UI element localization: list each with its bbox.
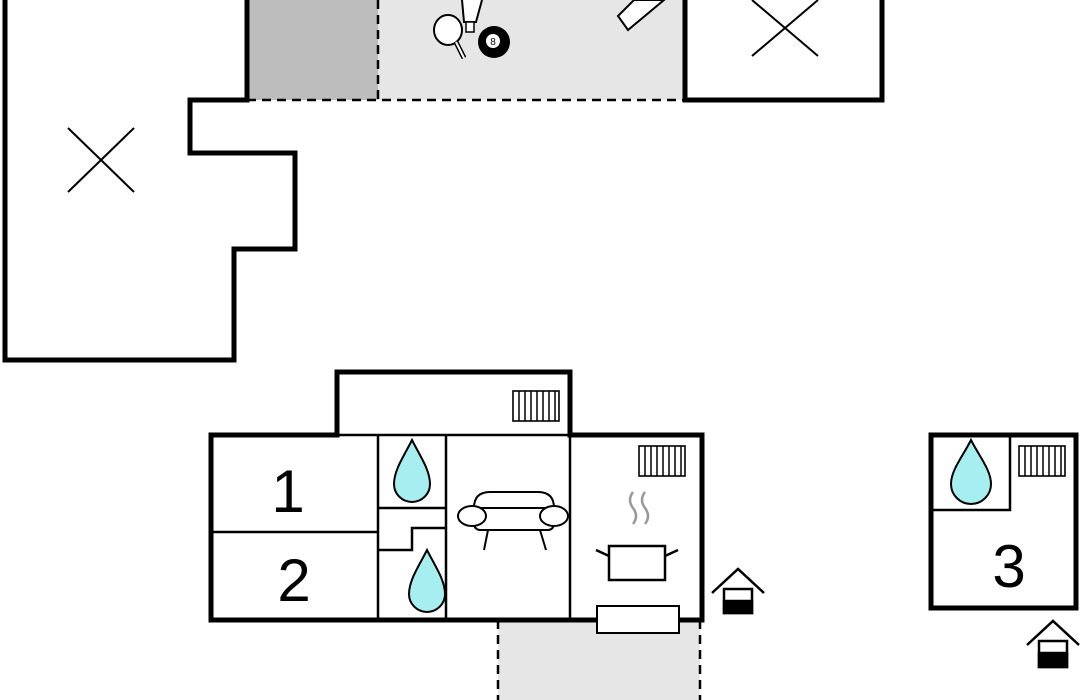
annex-walls <box>928 432 1079 611</box>
water-drop-icon <box>949 437 993 505</box>
shaded-area <box>247 0 378 100</box>
kitchen-counter <box>596 605 680 634</box>
radiator-icon <box>1018 445 1066 477</box>
table-tennis-icon <box>433 0 483 60</box>
room-number-1: 1 <box>271 458 304 525</box>
billiard-8-ball-icon: 8 <box>478 26 510 58</box>
water-drop-icon <box>407 547 447 613</box>
radiator-icon <box>512 390 560 422</box>
interior-wall <box>378 526 446 552</box>
outbuilding-top-right <box>682 0 885 103</box>
small-house-icon <box>711 567 765 615</box>
chair-icon <box>616 0 666 32</box>
cross-mark <box>67 127 135 193</box>
svg-text:8: 8 <box>490 37 496 48</box>
radiator-icon <box>638 445 686 477</box>
cross-mark <box>751 0 819 57</box>
cooking-pot-icon <box>595 491 679 582</box>
room-number-2: 2 <box>277 547 310 614</box>
sofa-icon <box>457 491 569 551</box>
water-drop-icon <box>392 437 432 503</box>
outbuilding-left <box>2 0 298 363</box>
room-number-3: 3 <box>992 533 1025 600</box>
small-house-icon <box>1026 619 1080 669</box>
interior-wall <box>933 435 1012 512</box>
